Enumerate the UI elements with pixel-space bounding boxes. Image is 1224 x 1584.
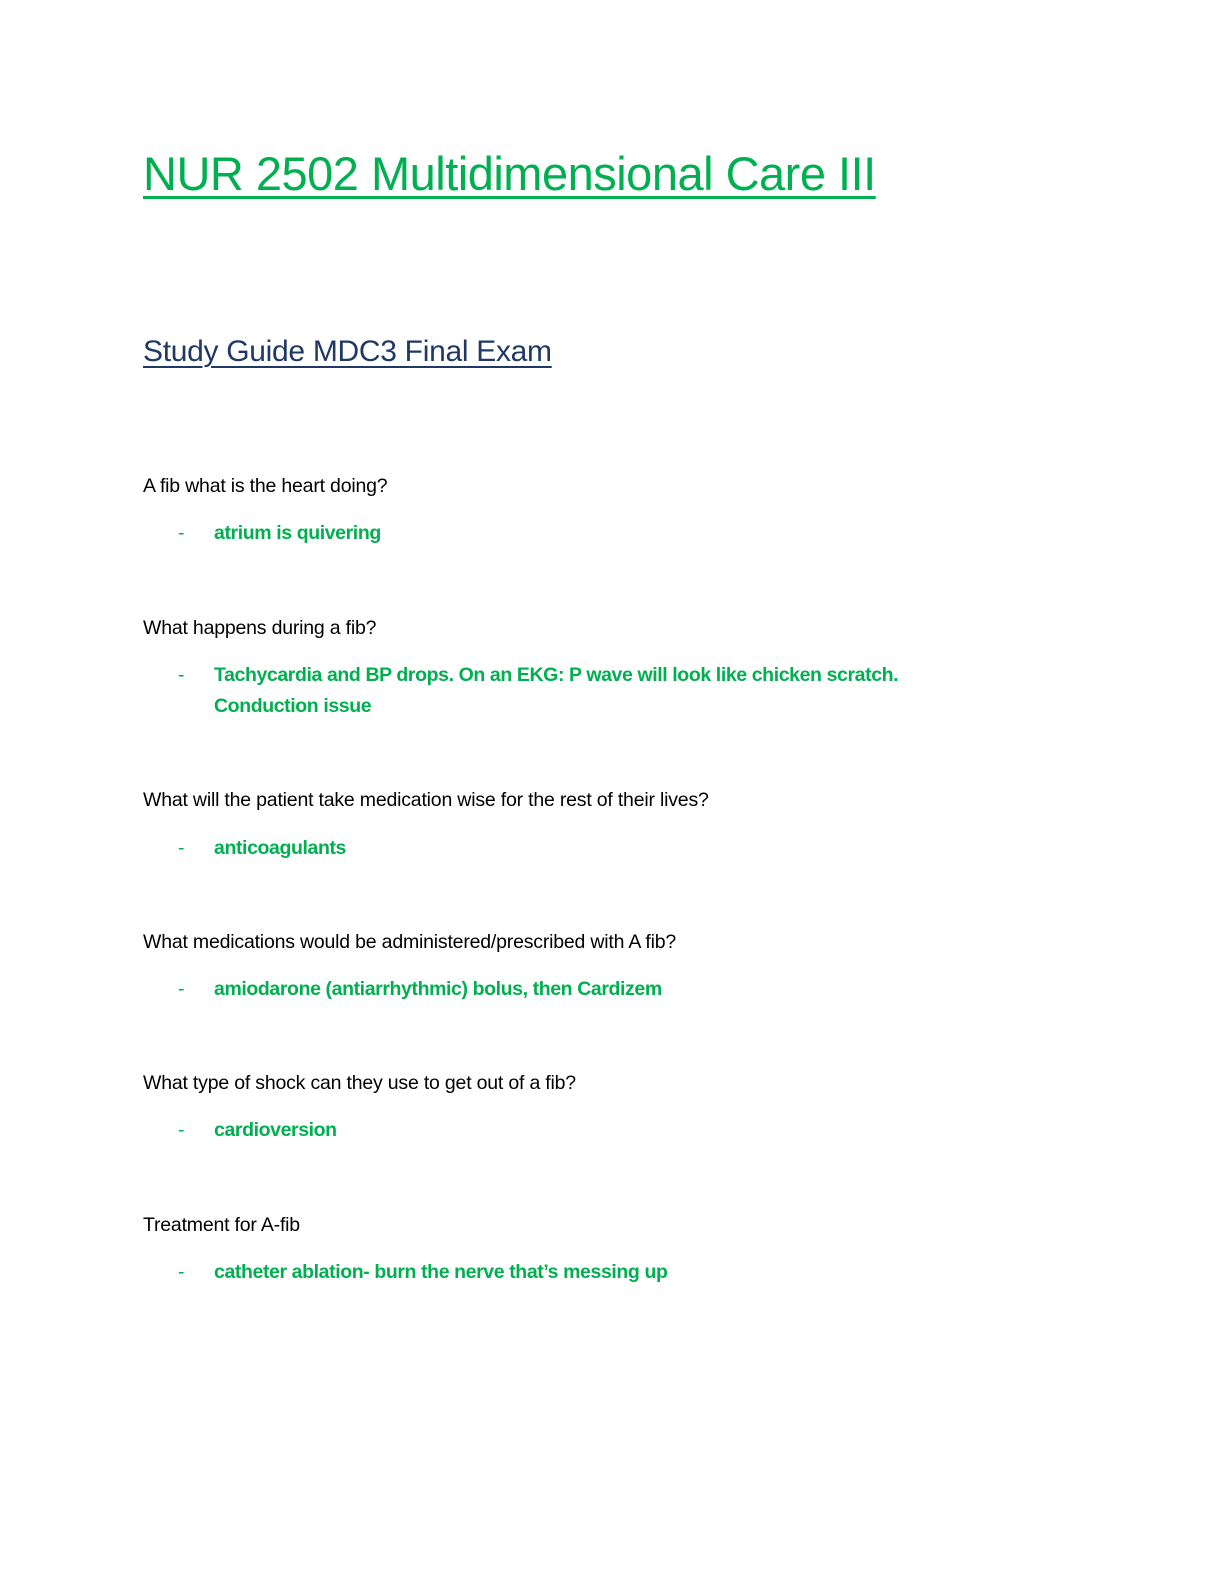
answer-item: - anticoagulants: [178, 833, 994, 864]
bullet-dash: -: [178, 522, 185, 544]
document-subtitle: Study Guide MDC3 Final Exam: [143, 335, 552, 368]
question: What happens during a fib?: [143, 617, 377, 639]
question: Treatment for A-fib: [143, 1214, 300, 1236]
answer-item: - amiodarone (antiarrhythmic) bolus, then…: [178, 974, 994, 1005]
question: What type of shock can they use to get o…: [143, 1072, 576, 1094]
bullet-dash: -: [178, 1119, 185, 1141]
bullet-dash: -: [178, 664, 185, 686]
answer: amiodarone (antiarrhythmic) bolus, then …: [214, 978, 662, 1000]
answer: cardioversion: [214, 1119, 337, 1141]
answer-item: - cardioversion: [178, 1115, 994, 1146]
answer-item: - Tachycardia and BP drops. On an EKG: P …: [178, 660, 994, 722]
question: A fib what is the heart doing?: [143, 475, 388, 497]
bullet-dash: -: [178, 1261, 185, 1283]
question: What medications would be administered/p…: [143, 931, 677, 953]
answer-item: - catheter ablation- burn the nerve that’…: [178, 1257, 994, 1288]
answer: atrium is quivering: [214, 522, 381, 544]
document-title: NUR 2502 Multidimensional Care III: [143, 147, 876, 200]
answer: Tachycardia and BP drops. On an EKG: P w…: [214, 664, 899, 717]
bullet-dash: -: [178, 978, 185, 1000]
answer: catheter ablation- burn the nerve that’s…: [214, 1261, 668, 1283]
answer-item: - atrium is quivering: [178, 518, 994, 549]
bullet-dash: -: [178, 837, 185, 859]
answer: anticoagulants: [214, 837, 347, 859]
question: What will the patient take medication wi…: [143, 789, 709, 811]
